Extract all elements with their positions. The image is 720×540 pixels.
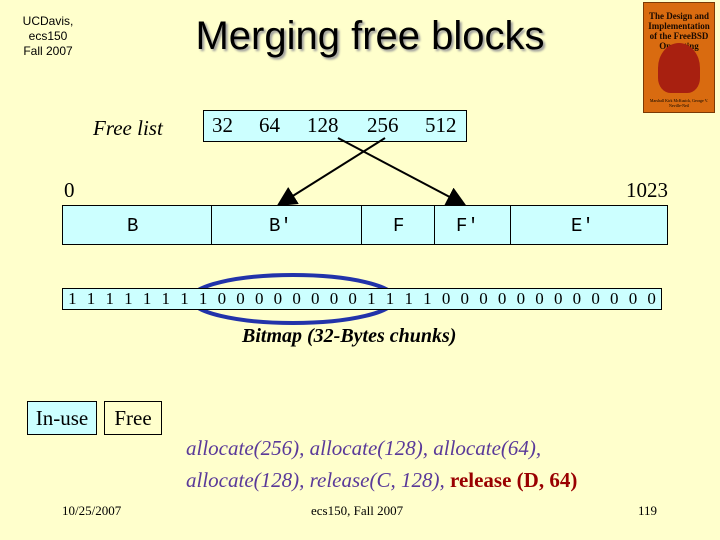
segment-divider bbox=[434, 206, 435, 244]
segment-f: F bbox=[393, 215, 405, 237]
segment-b-prime: B' bbox=[269, 215, 292, 237]
segment-divider bbox=[361, 206, 362, 244]
operations-line1: allocate(256), allocate(128), allocate(6… bbox=[186, 436, 542, 460]
bitmap-bit: 0 bbox=[647, 289, 656, 308]
bitmap-bit: 1 bbox=[124, 289, 133, 308]
bitmap-bit: 1 bbox=[86, 289, 96, 308]
bitmap-bit: 0 bbox=[535, 289, 544, 308]
arrow-128-to-f-prime bbox=[337, 137, 467, 206]
operations-line2-prefix: allocate(128), release(C, 128), bbox=[186, 468, 445, 492]
footer-page-number: 119 bbox=[638, 503, 658, 518]
bitmap-bit: 0 bbox=[292, 289, 301, 308]
bitmap-bit: 1 bbox=[367, 289, 376, 308]
segment-f-prime: F' bbox=[456, 215, 479, 237]
bitmap-bit: 1 bbox=[385, 289, 395, 308]
bitmap-bit: 0 bbox=[591, 289, 600, 308]
address-start: 0 bbox=[64, 178, 75, 202]
book-authors: Marshall Kirk McKusick, George V. Nevill… bbox=[649, 98, 709, 108]
bitmap-bit: 1 bbox=[198, 289, 208, 308]
footer-date: 10/25/2007 bbox=[62, 503, 122, 518]
bitmap-bit: 0 bbox=[572, 289, 582, 308]
bitmap-bit: 1 bbox=[105, 289, 114, 308]
course-line2: Fall 2007 bbox=[23, 44, 73, 58]
address-end: 1023 bbox=[626, 178, 668, 202]
segment-divider bbox=[510, 206, 511, 244]
size-32: 32 bbox=[212, 113, 233, 137]
bitmap-bit: 0 bbox=[441, 289, 451, 308]
size-512: 512 bbox=[425, 113, 457, 137]
operations-text: allocate(256), allocate(128), allocate(6… bbox=[186, 432, 577, 496]
memory-bar: B B' F F' E' bbox=[62, 205, 668, 245]
bitmap-bit: 1 bbox=[180, 289, 189, 308]
arrow-256-to-b-prime bbox=[276, 137, 386, 207]
segment-b: B bbox=[127, 215, 139, 237]
operations-highlight: release (D, 64) bbox=[450, 468, 578, 492]
bitmap-bit: 0 bbox=[217, 289, 227, 308]
free-list-label: Free list bbox=[93, 116, 163, 140]
bitmap-bit: 0 bbox=[460, 289, 470, 308]
bitmap-bit: 0 bbox=[628, 289, 638, 308]
bitmap-bit: 0 bbox=[254, 289, 264, 308]
operations-line2: allocate(128), release(C, 128), release … bbox=[186, 464, 577, 496]
bitmap-bit: 1 bbox=[404, 289, 413, 308]
bitmap-bit: 0 bbox=[553, 289, 563, 308]
bitmap-bit: 0 bbox=[273, 289, 283, 308]
footer-course: ecs150, Fall 2007 bbox=[311, 503, 404, 518]
course-label: UCDavis, ecs150 Fall 2007 bbox=[8, 14, 88, 59]
segment-e-prime: E' bbox=[571, 215, 594, 237]
bitmap-bit: 1 bbox=[142, 289, 152, 308]
bitmap-bit: 1 bbox=[68, 289, 77, 308]
bitmap-bit: 1 bbox=[423, 289, 432, 308]
size-64: 64 bbox=[259, 113, 280, 137]
bitmap-bit: 0 bbox=[329, 289, 339, 308]
size-256: 256 bbox=[367, 113, 399, 137]
slide-title: Merging free blocks bbox=[195, 14, 545, 58]
bitmap-bit: 0 bbox=[311, 289, 320, 308]
free-list-sizes: 32 64 128 256 512 bbox=[203, 110, 467, 142]
bitmap-bit: 0 bbox=[348, 289, 357, 308]
bitmap-bit: 0 bbox=[479, 289, 488, 308]
course-line1: UCDavis, ecs150 bbox=[22, 14, 74, 43]
daemon-mascot-icon bbox=[658, 43, 700, 93]
bitmap-bit: 0 bbox=[610, 289, 619, 308]
bitmap-bit: 1 bbox=[161, 289, 171, 308]
bitmap-bit: 0 bbox=[236, 289, 245, 308]
bitmap-caption: Bitmap (32-Bytes chunks) bbox=[242, 325, 457, 347]
segment-divider bbox=[211, 206, 212, 244]
bitmap-bit: 0 bbox=[497, 289, 507, 308]
bitmap-bit: 0 bbox=[516, 289, 526, 308]
legend-in-use: In-use bbox=[27, 401, 97, 435]
size-128: 128 bbox=[307, 113, 339, 137]
book-cover-image: The Design and Implementation of the Fre… bbox=[643, 2, 715, 113]
legend-free: Free bbox=[104, 401, 162, 435]
